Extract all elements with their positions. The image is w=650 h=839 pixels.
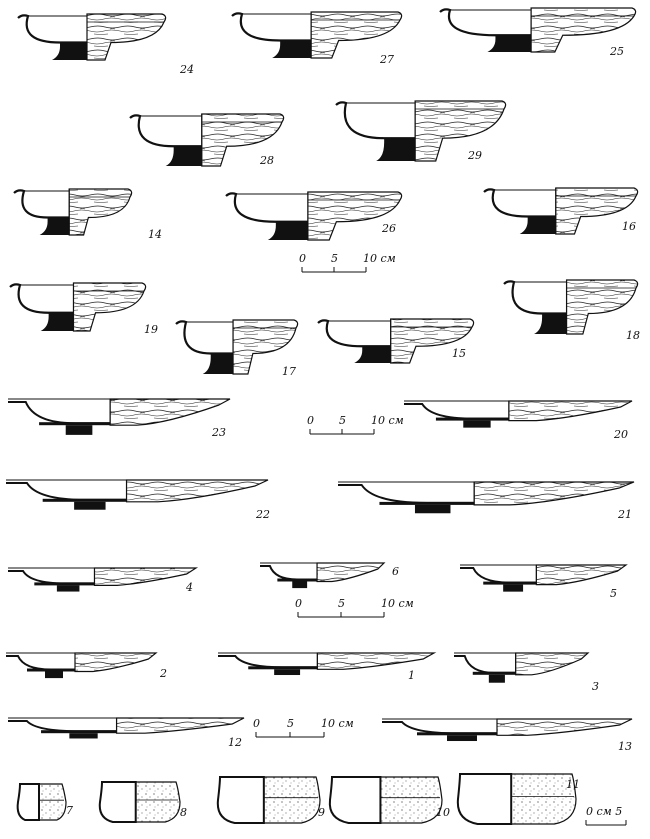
- vessel-9: 9: [216, 776, 325, 824]
- vessel-number-16: 16: [622, 220, 636, 233]
- vessel-12: 12: [8, 717, 245, 749]
- vessel-number-9: 9: [318, 806, 325, 819]
- vessel-14: 14: [13, 188, 162, 241]
- vessel-number-21: 21: [617, 508, 632, 521]
- vessel-number-6: 6: [392, 565, 399, 578]
- vessel-number-26: 26: [381, 222, 396, 235]
- vessel-17: 17: [175, 319, 299, 378]
- vessel-6: 6: [260, 562, 399, 589]
- scale-bar-1: 0 5 10 см: [299, 252, 396, 273]
- vessel-10: 10: [328, 776, 450, 824]
- vessel-24: 24: [17, 13, 194, 76]
- vessel-16: 16: [483, 187, 639, 235]
- vessel-26: 26: [225, 191, 403, 241]
- vessel-7: 7: [16, 783, 73, 821]
- vessel-number-2: 2: [159, 667, 167, 680]
- vessel-number-22: 22: [255, 508, 270, 521]
- vessel-number-3: 3: [592, 680, 599, 693]
- scale-label: 10 см: [371, 414, 404, 427]
- vessel-13: 13: [382, 718, 633, 753]
- vessel-number-15: 15: [452, 347, 466, 360]
- vessel-29: 29: [335, 100, 507, 162]
- vessel-number-27: 27: [379, 53, 394, 66]
- vessel-number-24: 24: [179, 63, 194, 76]
- scale-label: 5: [338, 597, 345, 610]
- vessel-21: 21: [338, 481, 635, 521]
- scale-bar-4: 0 5 10 см: [253, 717, 354, 738]
- vessel-1: 1: [218, 652, 437, 682]
- vessel-number-13: 13: [618, 740, 632, 753]
- scale-label: 10 см: [363, 252, 396, 265]
- vessel-number-4: 4: [185, 581, 193, 594]
- scale-label: 10 см: [381, 597, 414, 610]
- scale-label: 5: [331, 252, 338, 265]
- vessel-number-11: 11: [566, 778, 580, 791]
- vessel-number-18: 18: [626, 329, 640, 342]
- scale-bar-5: 0 см 5: [585, 805, 627, 826]
- vessel-22: 22: [6, 479, 270, 521]
- vessel-3: 3: [454, 652, 599, 693]
- vessel-18: 18: [503, 279, 640, 342]
- vessel-number-17: 17: [282, 365, 296, 378]
- vessel-number-19: 19: [144, 323, 158, 336]
- vessel-25: 25: [439, 7, 637, 58]
- vessel-19: 19: [9, 282, 158, 336]
- scale-label: 0 см 5: [586, 805, 622, 818]
- vessel-number-1: 1: [408, 669, 415, 682]
- vessel-number-23: 23: [211, 426, 226, 439]
- vessel-4: 4: [8, 567, 199, 594]
- vessel-number-12: 12: [228, 736, 242, 749]
- scale-bar-2: 0 5 10 см: [307, 414, 404, 435]
- vessel-number-5: 5: [610, 587, 617, 600]
- scale-label: 0: [299, 252, 306, 265]
- vessel-number-28: 28: [259, 154, 274, 167]
- vessel-23: 23: [8, 398, 231, 439]
- vessel-11: 11: [456, 773, 580, 825]
- scale-label: 0: [295, 597, 302, 610]
- vessel-number-14: 14: [148, 228, 162, 241]
- vessel-15: 15: [317, 318, 475, 364]
- scale-label: 5: [287, 717, 294, 730]
- vessel-number-25: 25: [609, 45, 624, 58]
- vessel-number-20: 20: [613, 428, 628, 441]
- vessel-number-8: 8: [180, 806, 187, 819]
- vessel-number-29: 29: [467, 149, 482, 162]
- vessel-27: 27: [231, 11, 403, 66]
- vessel-20: 20: [404, 400, 633, 441]
- scale-label: 0: [253, 717, 260, 730]
- scale-label: 0: [307, 414, 314, 427]
- scale-label: 5: [339, 414, 346, 427]
- vessel-number-7: 7: [66, 804, 73, 817]
- vessel-2: 2: [6, 652, 167, 680]
- scale-label: 10 см: [321, 717, 354, 730]
- scale-bar-3: 0 5 10 см: [295, 597, 414, 618]
- vessel-8: 8: [98, 781, 187, 823]
- vessel-28: 28: [129, 113, 285, 167]
- vessel-number-10: 10: [436, 806, 450, 819]
- vessel-5: 5: [460, 564, 628, 600]
